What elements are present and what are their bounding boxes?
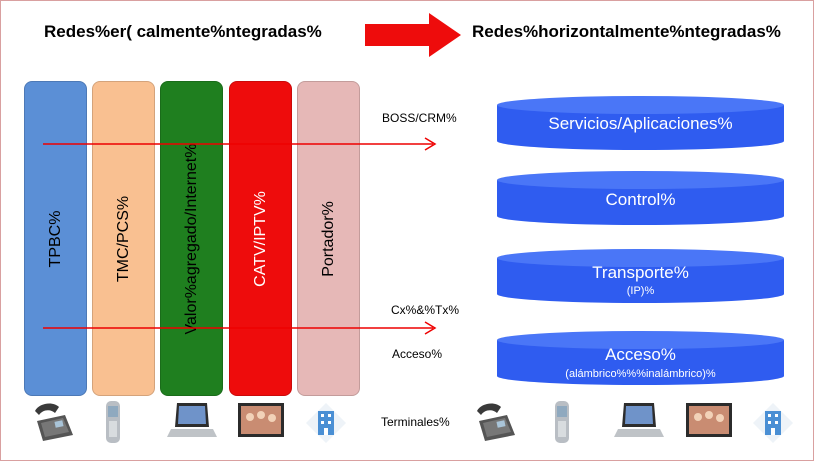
layer-servicios-label: Servicios/Aplicaciones%	[548, 114, 733, 133]
layer-transporte: Transporte% (IP)%	[497, 249, 784, 303]
layer-disk-shape	[497, 331, 784, 385]
title-horizontal-networks: Redes%horizontalmente%ntegradas%	[472, 22, 781, 41]
layer-control-label: Control%	[605, 190, 676, 209]
building-icon	[753, 403, 793, 443]
layer-acceso-sublabel: (alámbrico%%%inalámbrico)%	[565, 368, 716, 380]
column-portador: Portador%	[297, 81, 360, 396]
title-vertical-networks: Redes%er( calmente%ntegradas%	[44, 22, 322, 41]
column-catv-iptv: CATV/IPTV%	[229, 81, 292, 396]
building-icon	[306, 403, 346, 443]
label-boss-crm: BOSS/CRM%	[382, 111, 457, 125]
mobile-phone-icon	[106, 401, 120, 443]
arrow-cx-tx	[43, 321, 437, 335]
tv-icon	[686, 403, 732, 437]
layer-disk-shape	[497, 249, 784, 303]
label-cx-tx: Cx%&%Tx%	[391, 303, 460, 317]
layer-disk-shape	[497, 96, 784, 150]
arrow-boss-crm	[43, 137, 437, 151]
transition-arrow	[365, 13, 461, 57]
laptop-icon	[167, 403, 217, 437]
label-acceso: Acceso%	[392, 347, 443, 361]
layer-servicios-aplicaciones: Servicios/Aplicaciones%	[497, 96, 784, 150]
mobile-phone-icon	[555, 401, 569, 443]
layer-transporte-sublabel: (IP)%	[626, 285, 655, 297]
tv-icon	[238, 403, 284, 437]
column-valor-agregado: Valor%agregado/Internet%	[160, 81, 223, 396]
layer-transporte-label: Transporte%	[592, 263, 689, 282]
column-tpbc: TPBC%	[24, 81, 87, 396]
column-tmc-pcs: TMC/PCS%	[92, 81, 155, 396]
desk-phone-icon	[35, 403, 73, 441]
layer-control: Control%	[497, 171, 784, 225]
desk-phone-icon	[477, 403, 515, 441]
layer-disk-shape	[497, 171, 784, 225]
laptop-icon	[614, 403, 664, 437]
layer-acceso-label: Acceso%	[605, 345, 676, 364]
layer-acceso: Acceso% (alámbrico%%%inalámbrico)%	[497, 331, 784, 385]
label-terminales: Terminales%	[381, 415, 450, 429]
